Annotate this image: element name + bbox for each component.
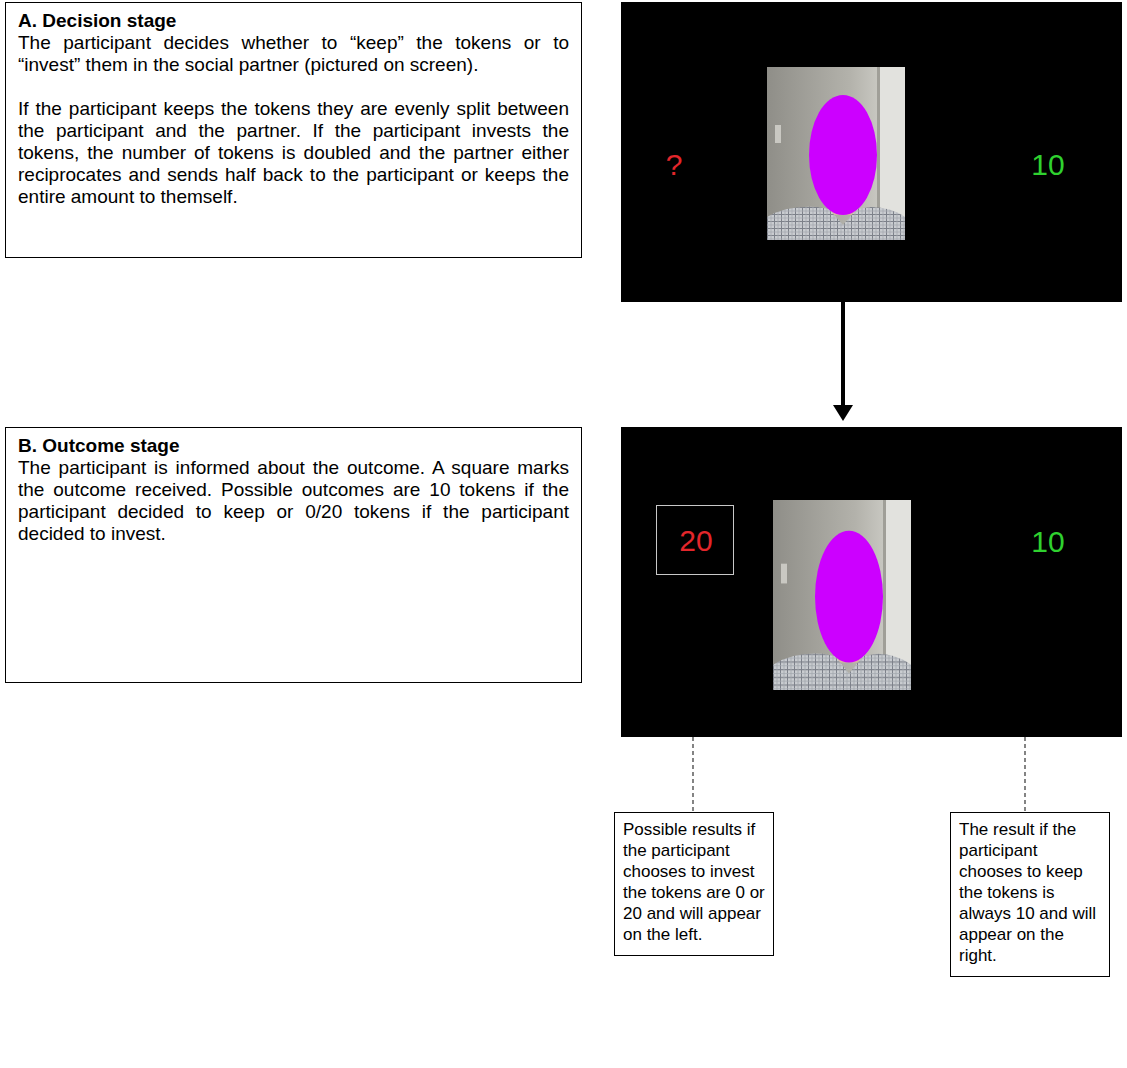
callout-text: Possible results if the participant choo… (623, 819, 765, 945)
leader-line (1025, 737, 1026, 812)
arrow-shaft (841, 302, 845, 407)
arrow-head (833, 405, 853, 421)
dashed-line (692, 737, 693, 812)
flow-arrow (833, 302, 853, 421)
token-value: ? (666, 148, 683, 182)
stage-description: The participant is informed about the ou… (18, 457, 569, 545)
stage-heading: A. Decision stage (18, 10, 569, 32)
token-value: 10 (1031, 525, 1064, 559)
stage-description: If the participant keeps the tokens they… (18, 98, 569, 208)
stage-description: The participant decides whether to “keep… (18, 32, 569, 76)
token-value: 10 (1031, 148, 1064, 182)
leader-line (693, 737, 694, 812)
screen-background (621, 2, 1122, 302)
stage-heading: B. Outcome stage (18, 435, 569, 457)
stage-description-box: B. Outcome stageThe participant is infor… (5, 427, 582, 683)
outcome-marker-square: 20 (656, 505, 734, 575)
screen-background (621, 427, 1122, 737)
callout-box: Possible results if the participant choo… (614, 812, 774, 956)
dashed-line (1024, 737, 1025, 812)
outcome-screen: 10 20 (621, 427, 1122, 737)
decision-screen: ? 10 (621, 2, 1122, 302)
token-value: 20 (679, 524, 712, 558)
partner-photo (767, 67, 905, 240)
stage-description-box: A. Decision stageThe participant decides… (5, 2, 582, 258)
callout-box: The result if the participant chooses to… (950, 812, 1110, 977)
callout-text: The result if the participant chooses to… (959, 819, 1101, 966)
partner-photo (773, 500, 911, 690)
